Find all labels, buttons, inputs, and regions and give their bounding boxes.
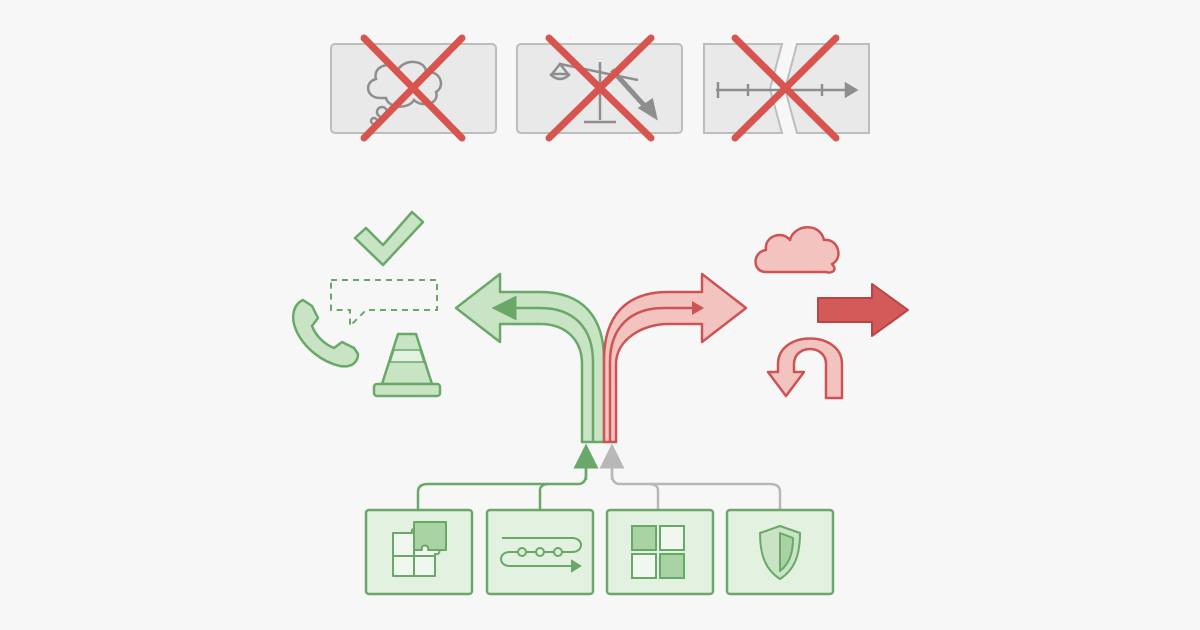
rejected-option-broken-timeline bbox=[703, 34, 870, 142]
rejected-option-thought-cloud bbox=[330, 34, 497, 142]
cloud-icon bbox=[754, 226, 840, 274]
timeline-icon bbox=[716, 81, 859, 99]
left-outcomes bbox=[291, 210, 442, 398]
input-connectors bbox=[416, 443, 782, 510]
input-panel-puzzle bbox=[364, 508, 474, 596]
right-path-arrow bbox=[602, 272, 748, 444]
rejected-option-balance-scale bbox=[516, 34, 683, 142]
traffic-cone-icon bbox=[372, 332, 442, 398]
left-path-arrow bbox=[454, 272, 606, 444]
input-panel-shield bbox=[725, 508, 835, 596]
cross-icon bbox=[360, 34, 466, 142]
puzzle-icon bbox=[392, 521, 447, 577]
input-panel-grid bbox=[605, 508, 715, 596]
cross-icon bbox=[731, 34, 840, 142]
right-outcomes bbox=[754, 226, 909, 400]
input-panel-process bbox=[485, 508, 595, 596]
cross-icon bbox=[545, 34, 655, 142]
dashed-speech-bubble-icon bbox=[330, 279, 438, 329]
check-icon bbox=[353, 210, 425, 267]
right-arrow-icon bbox=[817, 283, 909, 337]
process-flow-icon bbox=[500, 537, 582, 573]
grid-icon bbox=[631, 525, 685, 579]
u-turn-icon bbox=[766, 337, 844, 400]
tipped-scale-icon bbox=[549, 61, 658, 124]
shield-icon bbox=[759, 525, 801, 580]
phone-icon bbox=[291, 298, 360, 368]
